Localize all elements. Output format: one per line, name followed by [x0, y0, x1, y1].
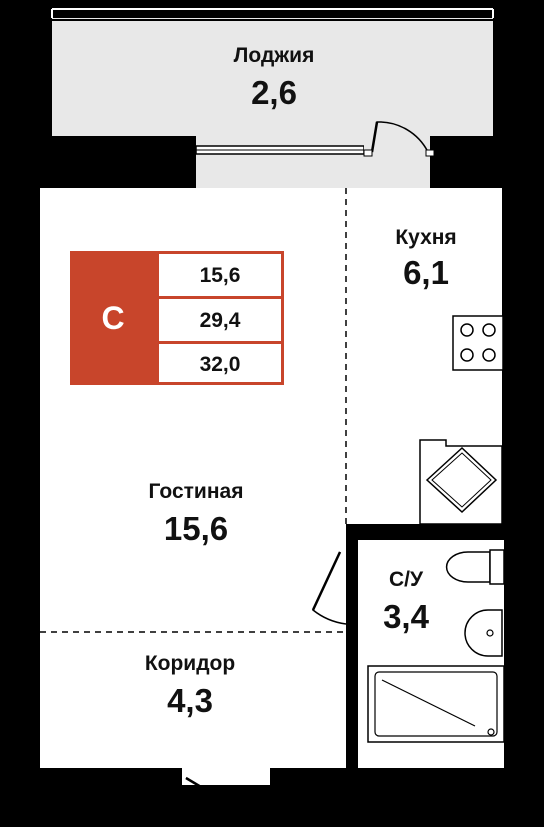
badge-letter: С [101, 300, 125, 336]
loggia-floor [52, 18, 493, 136]
loggia-door-swing [371, 121, 429, 153]
stove-icon [452, 315, 504, 371]
badge-total-area: 29,4 [199, 309, 241, 332]
bathroom-name: С/У [388, 568, 424, 591]
bathroom-wall [346, 524, 504, 540]
kitchen-area: 6,1 [403, 254, 449, 291]
kitchen-name: Кухня [395, 226, 457, 249]
badge-letter-box: С [70, 251, 156, 385]
badge-living-area: 15,6 [199, 264, 241, 287]
loggia-area: 2,6 [251, 74, 297, 111]
badge-separator [159, 341, 281, 344]
washbasin-icon [464, 609, 503, 657]
bathroom-area: 3,4 [383, 598, 429, 635]
corridor-area: 4,3 [167, 682, 213, 719]
window-strip [196, 136, 364, 188]
living-room-area: 15,6 [163, 510, 229, 547]
badge-values: 15,6 29,4 32,0 [156, 251, 284, 385]
apartment-type-badge: С 15,6 29,4 32,0 [64, 244, 290, 392]
kitchen-label: Кухня 6,1 [356, 226, 496, 292]
loggia-label: Лоджия 2,6 [174, 44, 374, 112]
loggia-name: Лоджия [233, 44, 315, 67]
living-room-name: Гостиная [148, 480, 244, 503]
badge-separator [159, 296, 281, 299]
bathroom-label: С/У 3,4 [356, 568, 456, 636]
corridor-name: Коридор [144, 652, 236, 675]
badge-area-with-loggia: 32,0 [199, 353, 241, 376]
corner-sink-icon [419, 439, 503, 525]
toilet-icon [445, 549, 505, 585]
loggia-door-opening [364, 136, 430, 188]
bathtub-icon [367, 665, 505, 743]
bathroom-door-swing [312, 551, 347, 625]
living-room-label: Гостиная 15,6 [96, 480, 296, 548]
entrance-opening [182, 768, 270, 785]
corridor-label: Коридор 4,3 [90, 652, 290, 720]
